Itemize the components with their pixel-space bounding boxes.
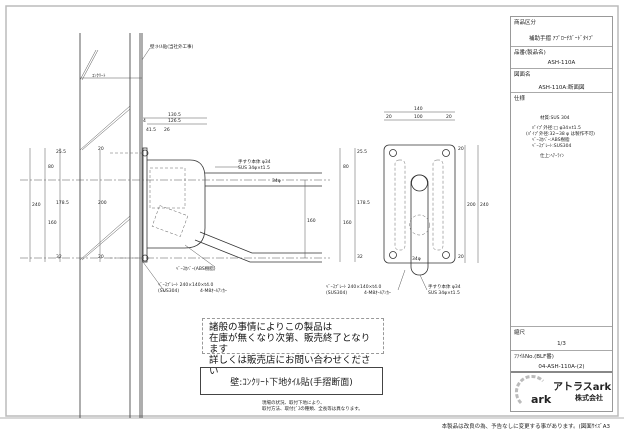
dim-20-front-top: 20 [458,146,464,152]
dim-20-top: 20 [98,146,104,152]
dim-20-front-bottom: 20 [458,254,464,260]
category-value: 補助手摺 ｱﾌﾟﾛｰﾁｶﾞｰﾄﾞﾀｲﾌﾟ [529,36,594,42]
dim-178-5-front: 178.5 [357,200,370,206]
base-plate-label: ﾍﾞｰｽﾌﾟﾚｰﾄ 240×140×t4.0 [158,281,213,288]
spec-label: 仕様 [514,96,526,102]
dim-pipe-dia: 34φ [272,178,281,184]
footer-note: 本製品は改良の為、予告なしに変更する事があります。(図面ｻｲｽﾞA3 [441,424,610,430]
wall-section [79,33,151,418]
spec-cover: ﾍﾞｰｽｶﾊﾞｰ:ABS樹脂 [532,138,570,143]
handrail-spec-label: SUS 34φ×t1.5 [238,165,270,171]
spec-plate: ﾍﾞｰｽﾌﾟﾚｰﾄ:SUS304 [532,144,572,149]
dim-240: 240 [32,202,41,208]
front-handrail-spec-label: SUS 34φ×t1.5 [428,290,460,296]
front-view [339,111,479,291]
dim-100: 100 [414,114,423,120]
wall-finish-label: 壁:ﾀｲﾙ貼(当社外工事) [150,43,194,50]
scale-label: 縮尺 [514,330,526,336]
file-no-label: ﾌｧｲﾙNo.(BLF番) [514,354,554,360]
notice-line: 在庫が無くなり次第、販売終了となります [209,333,371,355]
dim-80-front: 80 [343,164,349,170]
dim-41-5: 41.5 [146,127,156,133]
drawing-name-value: ASH-110A:断面図 [538,85,585,91]
dim-20-right: 20 [446,114,452,120]
product-no-label: 品番(製品名) [514,50,546,56]
notice-line: 詳しくは販売店にお問い合わせください [209,355,371,377]
dim-25-5: 25.5 [56,149,66,155]
dim-26: 26 [164,127,170,133]
drawing-frame [5,5,619,417]
dim-200: 200 [98,200,107,206]
scale-value: 1/3 [557,341,566,347]
dim-240-front: 240 [480,202,489,208]
dim-80: 80 [48,164,54,170]
dim-4: 4 [143,118,146,124]
front-base-plate-label: ﾍﾞｰｽﾌﾟﾚｰﾄ 240×140×t4.0 [326,283,381,290]
company-suffix: 株式会社 [575,394,603,402]
discontinued-notice: 諸般の事情によりこの製品は 在庫が無くなり次第、販売終了となります 詳しくは販売… [202,318,384,377]
spec-pipe-note: (ﾊﾟｲﾌﾟ外径:32~38 φ は製作不可) [526,132,595,137]
wall-caption: 壁:ｺﾝｸﾘｰﾄ下地ﾀｲﾙ貼(手摺断面) [200,367,383,395]
dim-34-front: 34φ [412,256,421,262]
dim-32: 32 [56,254,62,260]
dim-140: 140 [414,106,423,112]
product-no-value: ASH-110A [547,60,576,66]
front-base-plate-material: (SUS304) [326,290,347,296]
svg-text:ark: ark [531,393,552,406]
file-no-value: 04-ASH-110A-(2) [538,364,585,370]
dim-130-5: 130.5 [168,112,181,118]
dim-160-front: 160 [343,220,352,226]
dim-25-5-front: 25.5 [357,149,367,155]
dim-160-pipe: 160 [307,218,316,224]
dim-20-bottom: 20 [98,254,104,260]
dim-126-5: 126.5 [168,118,181,124]
note-line: 取付方法、取付ﾋﾞｽの種類、全長等は異なります。 [262,406,363,412]
dim-160: 160 [48,220,57,226]
note-line: 現場の状況、取付下地により、 [262,401,325,406]
dim-32-front: 32 [357,254,363,260]
spec-finish: 仕上:ﾍｱｰﾗｲﾝ [540,154,565,159]
front-handrail-body-label: 手すり本体 φ34 [428,283,461,290]
base-cover-label: ﾍﾞｰｽｶﾊﾞｰ(ABS樹脂) [176,265,216,272]
logo-mark-icon: ark [514,374,552,406]
side-view [20,117,330,293]
notice-line: 諸般の事情によりこの製品は [209,322,333,333]
dim-178-5: 178.5 [56,200,69,206]
category-label: 商品区分 [514,20,537,26]
anchor-label: 4-M8ｵｰﾙｱﾝｶｰ [200,288,228,294]
front-anchor-label: 4-M8ｵｰﾙｱﾝｶｰ [364,290,392,296]
company-logo: ark アトラスark 株式会社 [511,373,612,409]
company-name: アトラスark [553,382,612,393]
base-plate-material: (SUS304) [158,288,179,294]
title-block: 商品区分 補助手摺 ｱﾌﾟﾛｰﾁｶﾞｰﾄﾞﾀｲﾌﾟ 品番(製品名) ASH-11… [510,16,613,412]
handrail-body-label: 手すり本体 φ34 [238,158,271,165]
dim-200-front: 200 [467,202,476,208]
concrete-label: ｺﾝｸﾘｰﾄ [92,73,106,79]
spec-pipe: ﾊﾟｲﾌﾟ外径:□ φ34×t1.5 [532,126,581,131]
dim-20-left: 20 [386,114,392,120]
installation-note: 現場の状況、取付下地により、 取付方法、取付ﾋﾞｽの種類、全長等は異なります。 [262,401,363,412]
drawing-name-label: 図面名 [514,72,531,78]
spec-material: 材質:SUS 304 [540,116,570,121]
